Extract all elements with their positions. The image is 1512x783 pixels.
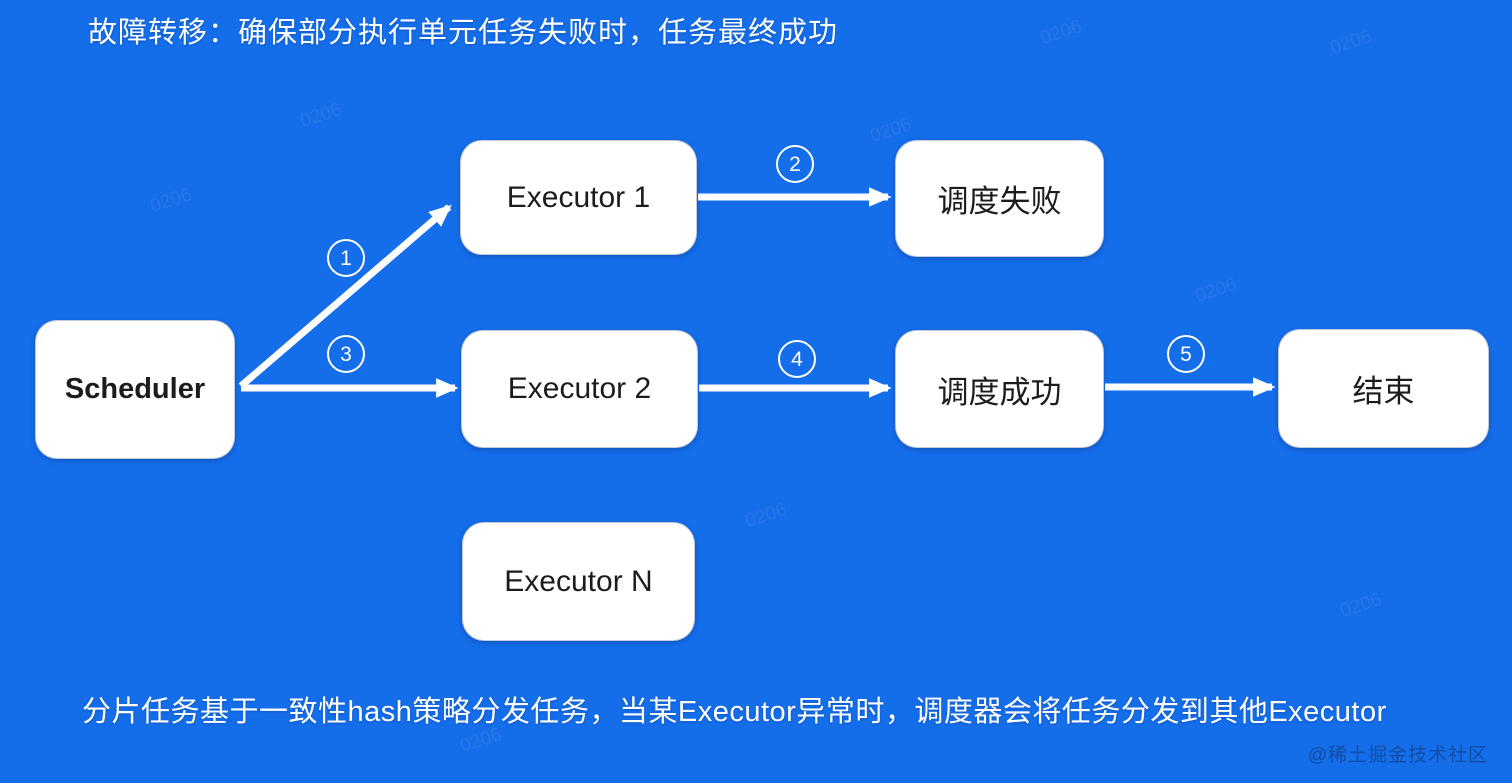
diagram-footer: 分片任务基于一致性hash策略分发任务，当某Executor异常时，调度器会将任… — [82, 696, 1387, 728]
node-executor-n: Executor N — [462, 522, 695, 641]
site-watermark: @稀土掘金技术社区 — [1307, 745, 1488, 766]
node-end: 结束 — [1278, 329, 1489, 448]
node-schedule-success: 调度成功 — [895, 330, 1104, 448]
step-badge-1: 1 — [327, 239, 365, 277]
node-schedule-fail: 调度失败 — [895, 140, 1104, 257]
arrow-scheduler-to-executor1 — [238, 204, 452, 389]
step-badge-4: 4 — [778, 340, 816, 378]
diagram-title: 故障转移：确保部分执行单元任务失败时，任务最终成功 — [88, 17, 839, 49]
node-scheduler: Scheduler — [35, 320, 235, 459]
step-badge-5: 5 — [1167, 335, 1205, 373]
node-executor-2: Executor 2 — [461, 330, 698, 448]
step-badge-3: 3 — [327, 335, 365, 373]
step-badge-2: 2 — [776, 145, 814, 183]
node-executor-1: Executor 1 — [460, 140, 697, 255]
